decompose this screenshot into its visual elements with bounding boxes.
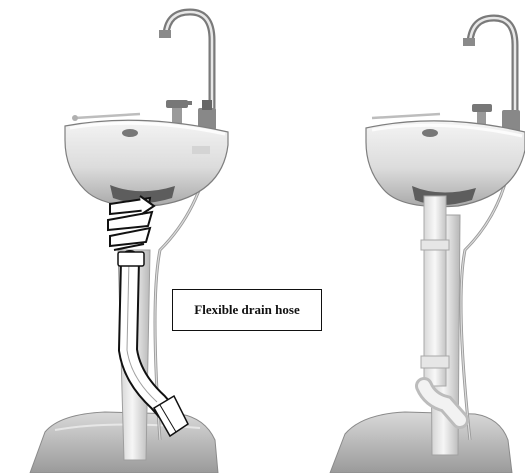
drain-hose-callout: Flexible drain hose bbox=[172, 289, 322, 331]
right-base-tank bbox=[330, 412, 512, 473]
left-sink bbox=[30, 12, 228, 473]
callout-label: Flexible drain hose bbox=[194, 302, 299, 318]
spring-coil-icon bbox=[108, 196, 154, 250]
right-sink bbox=[330, 18, 525, 473]
